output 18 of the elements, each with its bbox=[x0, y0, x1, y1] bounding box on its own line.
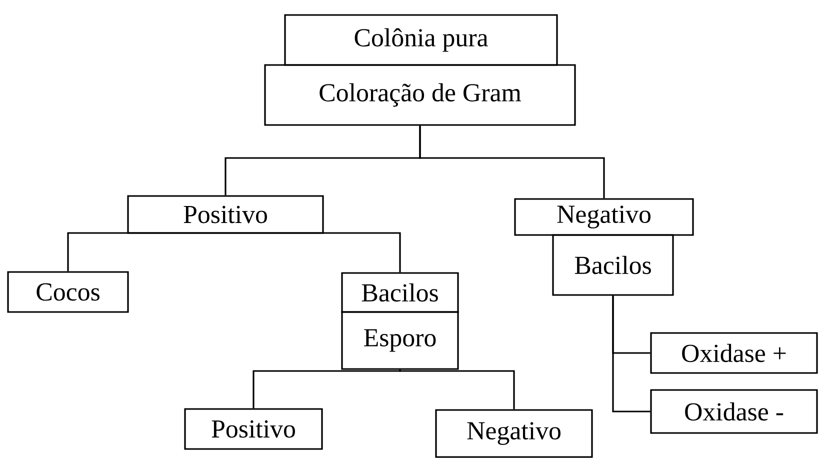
connector-line bbox=[67, 232, 226, 272]
box: Positivo bbox=[127, 195, 324, 234]
box: Bacilos bbox=[552, 234, 674, 296]
box: Coloração de Gram bbox=[264, 64, 576, 126]
connector-line bbox=[612, 296, 650, 412]
box: Bacilos bbox=[341, 272, 459, 313]
box: Oxidase + bbox=[650, 332, 818, 374]
box: Negativo bbox=[435, 409, 593, 458]
box: Esporo bbox=[341, 311, 459, 370]
box: Negativo bbox=[514, 198, 694, 236]
connector-line bbox=[226, 232, 401, 272]
connector-line bbox=[399, 370, 515, 410]
connector-line bbox=[252, 369, 401, 408]
box: Oxidase - bbox=[650, 389, 818, 434]
box: Cocos bbox=[7, 271, 129, 313]
box: Positivo bbox=[184, 408, 323, 450]
connector-line bbox=[419, 126, 605, 198]
box: Colônia pura bbox=[284, 14, 558, 66]
